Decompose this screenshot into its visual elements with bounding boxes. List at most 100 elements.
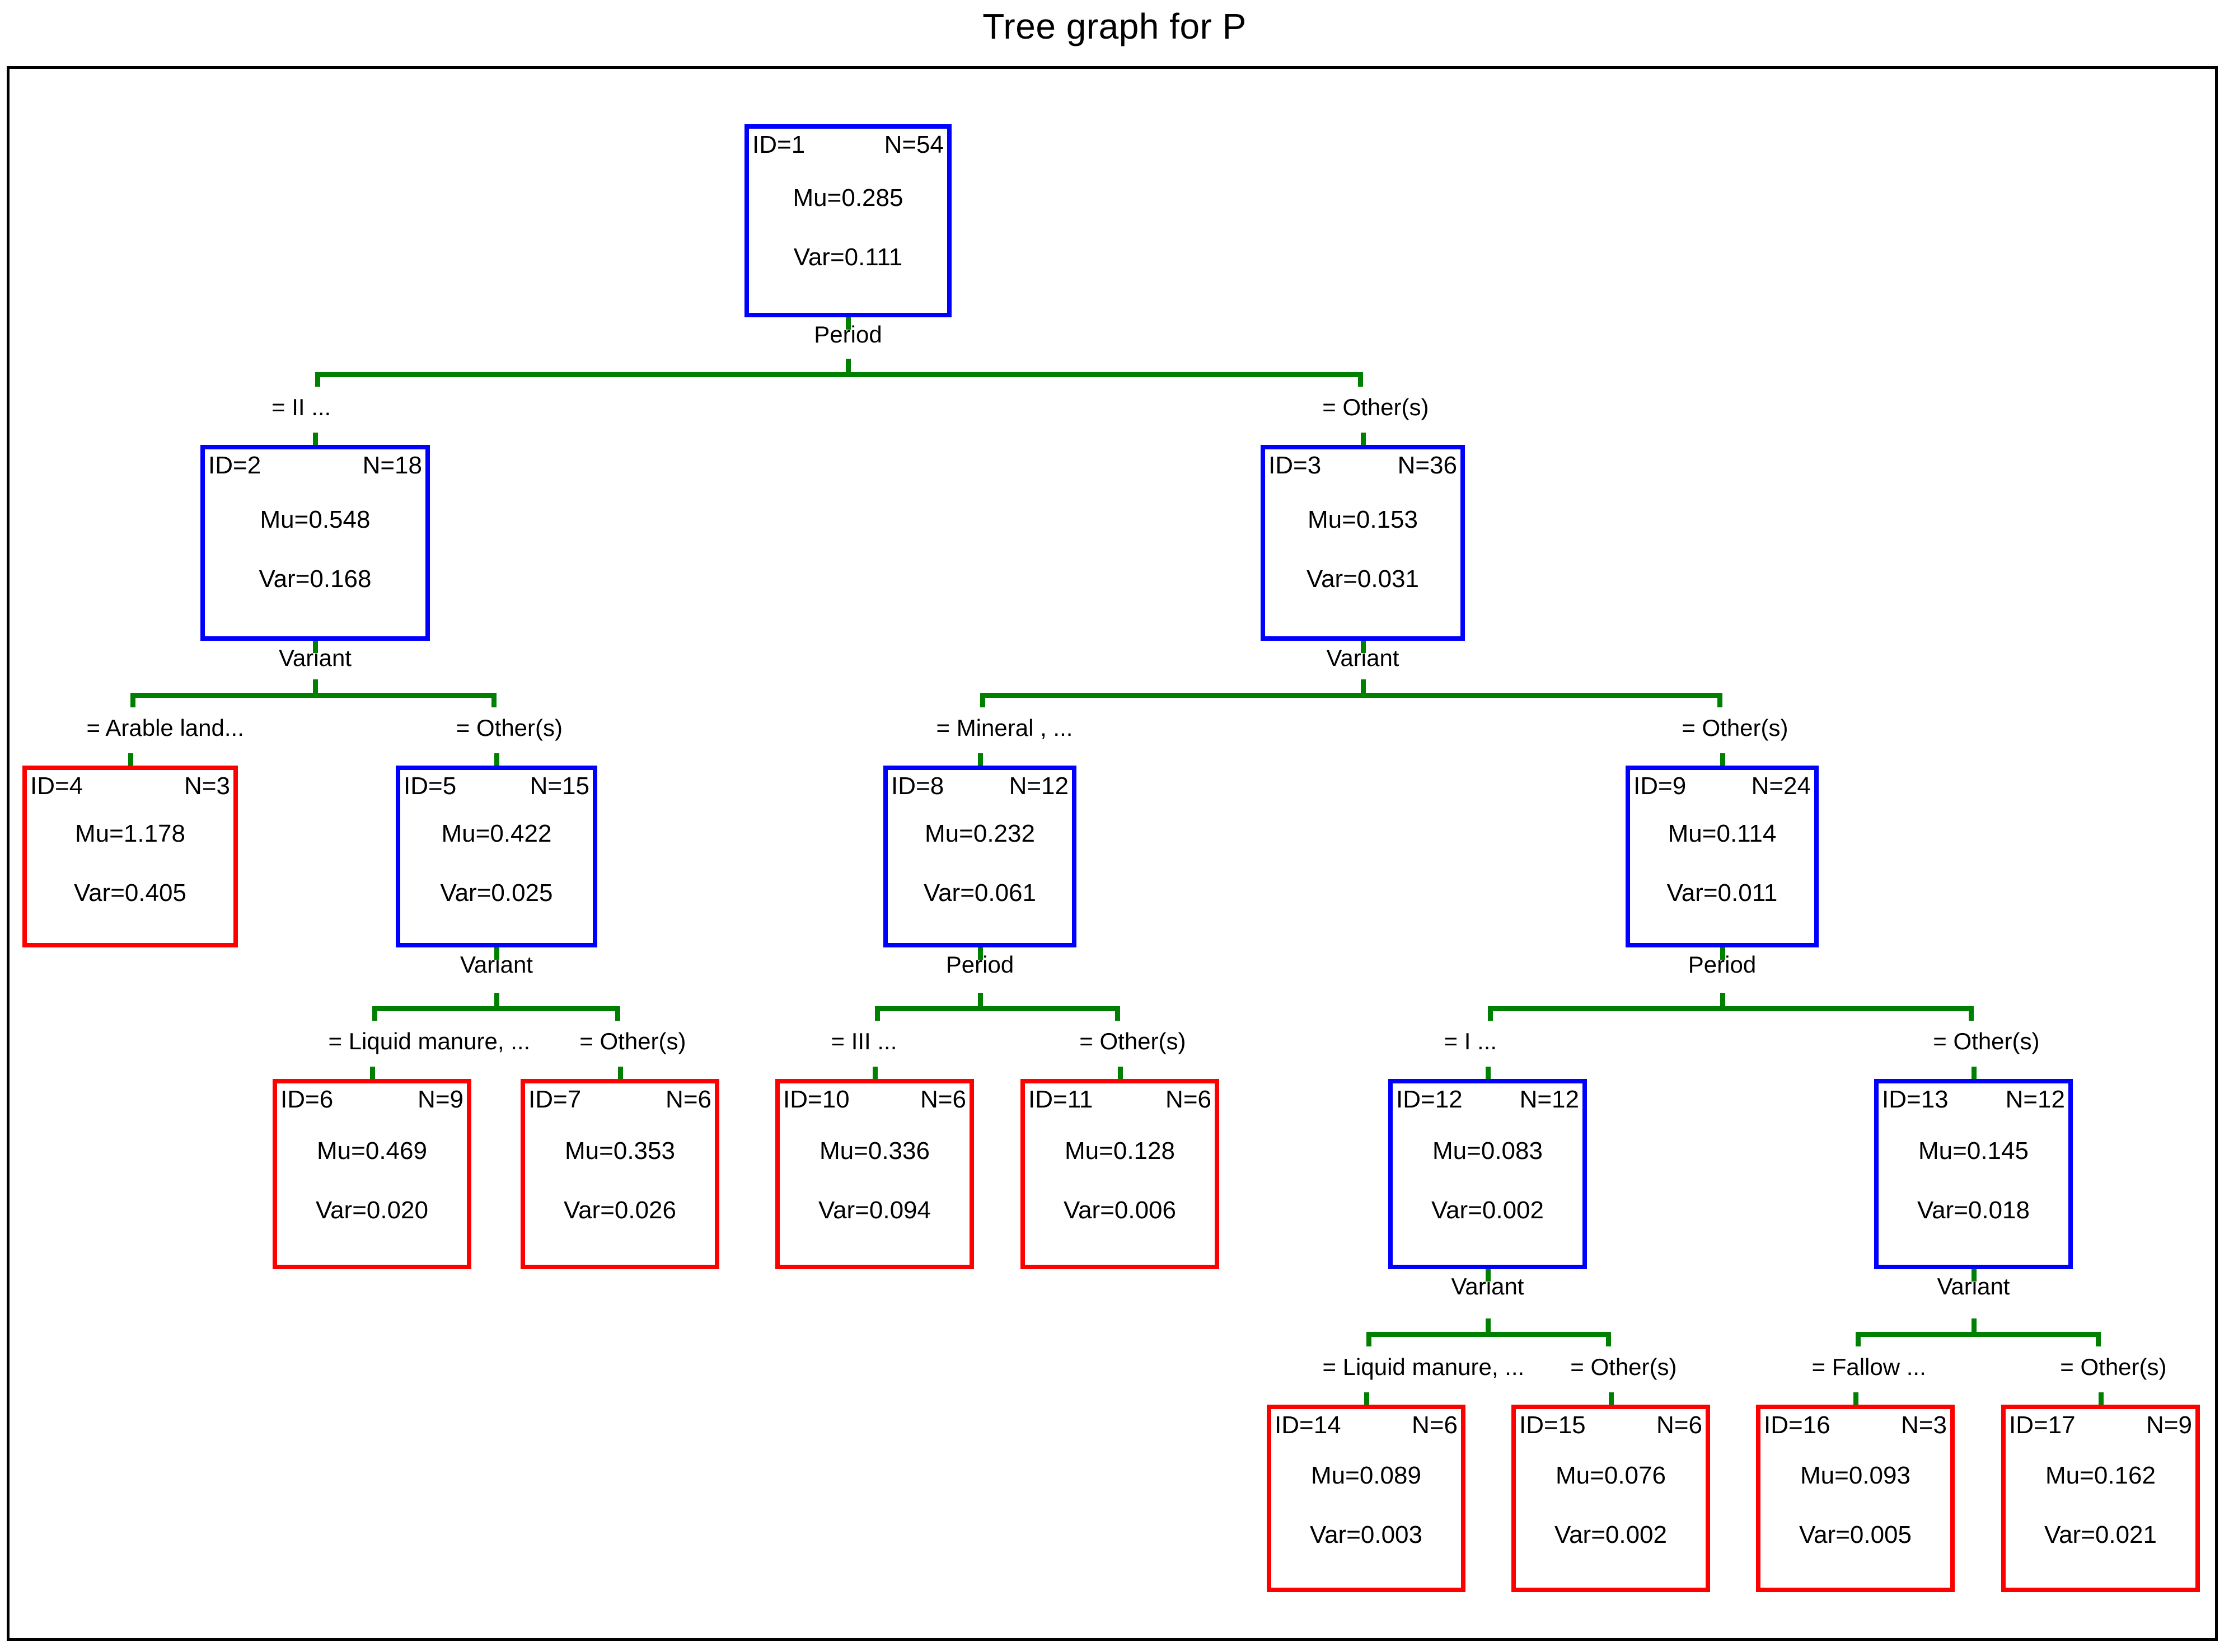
node-id-label: ID=9 xyxy=(1633,772,1687,800)
node-id-label: ID=1 xyxy=(752,131,806,158)
node-mean-label: Mu=0.083 xyxy=(1432,1137,1543,1165)
node-count-label: N=6 xyxy=(1656,1411,1702,1439)
node-variance-label: Var=0.002 xyxy=(1554,1520,1667,1548)
node-header: ID=17 N=9 xyxy=(2009,1411,2192,1439)
node-count-label: N=3 xyxy=(184,772,230,800)
node-mean-label: Mu=0.114 xyxy=(1668,819,1777,847)
node-mean-label: Mu=0.232 xyxy=(925,819,1035,847)
node-mean-label: Mu=0.422 xyxy=(441,819,552,847)
node-mean-label: Mu=0.336 xyxy=(820,1137,930,1165)
node-count-label: N=12 xyxy=(1009,772,1069,800)
node-variance-label: Var=0.031 xyxy=(1306,565,1419,593)
node-count-label: N=6 xyxy=(920,1086,966,1113)
node-mean-label: Mu=0.128 xyxy=(1065,1137,1175,1165)
node-header: ID=8 N=12 xyxy=(891,772,1069,800)
node-mean-label: Mu=0.093 xyxy=(1800,1461,1910,1489)
node-mean-label: Mu=0.145 xyxy=(1918,1137,2029,1165)
node-id-label: ID=6 xyxy=(280,1086,334,1113)
node-variance-label: Var=0.018 xyxy=(1917,1196,2030,1224)
node-id-label: ID=13 xyxy=(1882,1086,1949,1113)
node-mean-label: Mu=0.548 xyxy=(260,506,371,533)
node-id-label: ID=15 xyxy=(1519,1411,1586,1439)
node-id-label: ID=16 xyxy=(1764,1411,1830,1439)
node-mean-label: Mu=0.162 xyxy=(2045,1461,2156,1489)
node-variance-label: Var=0.025 xyxy=(440,879,553,907)
plot-frame xyxy=(7,66,2218,1641)
node-header: ID=13 N=12 xyxy=(1882,1086,2065,1114)
node-count-label: N=3 xyxy=(1901,1411,1947,1439)
node-mean-label: Mu=0.285 xyxy=(793,184,903,212)
node-count-label: N=6 xyxy=(666,1086,711,1113)
node-variance-label: Var=0.006 xyxy=(1063,1196,1176,1224)
node-mean-label: Mu=0.076 xyxy=(1556,1461,1666,1489)
node-id-label: ID=2 xyxy=(208,452,261,479)
node-mean-label: Mu=0.353 xyxy=(565,1137,675,1165)
node-count-label: N=36 xyxy=(1397,452,1457,479)
node-count-label: N=12 xyxy=(2005,1086,2065,1113)
node-header: ID=16 N=3 xyxy=(1764,1411,1947,1439)
node-variance-label: Var=0.026 xyxy=(563,1196,676,1224)
node-variance-label: Var=0.002 xyxy=(1431,1196,1544,1224)
node-variance-label: Var=0.094 xyxy=(818,1196,931,1224)
node-mean-label: Mu=0.469 xyxy=(317,1137,427,1165)
node-mean-label: Mu=0.153 xyxy=(1308,506,1418,533)
node-variance-label: Var=0.021 xyxy=(2044,1520,2157,1548)
node-variance-label: Var=0.020 xyxy=(315,1196,428,1224)
node-header: ID=6 N=9 xyxy=(280,1086,463,1114)
node-id-label: ID=17 xyxy=(2009,1411,2076,1439)
node-count-label: N=9 xyxy=(2146,1411,2192,1439)
node-variance-label: Var=0.011 xyxy=(1666,879,1778,907)
node-id-label: ID=11 xyxy=(1028,1086,1093,1113)
node-count-label: N=24 xyxy=(1751,772,1811,800)
node-count-label: N=12 xyxy=(1519,1086,1579,1113)
node-variance-label: Var=0.003 xyxy=(1309,1520,1422,1548)
node-header: ID=9 N=24 xyxy=(1633,772,1811,800)
node-id-label: ID=8 xyxy=(891,772,944,800)
node-count-label: N=15 xyxy=(530,772,589,800)
node-header: ID=15 N=6 xyxy=(1519,1411,1702,1439)
node-count-label: N=9 xyxy=(418,1086,463,1113)
